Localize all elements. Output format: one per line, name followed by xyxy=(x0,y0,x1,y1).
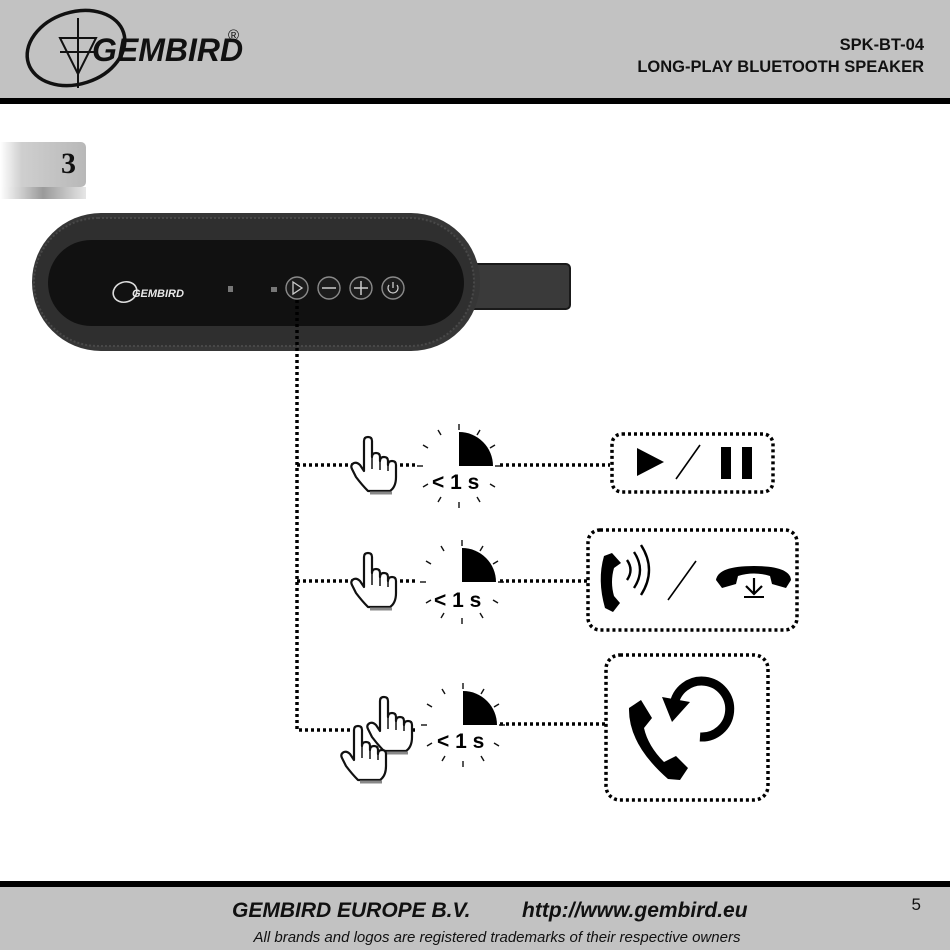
volume-down-button[interactable] xyxy=(318,277,340,299)
power-button[interactable] xyxy=(382,277,404,299)
single-press-hand-icon xyxy=(351,437,396,493)
play-button[interactable] xyxy=(286,277,308,299)
company-name: GEMBIRD EUROPE B.V. xyxy=(232,899,470,923)
timer-icon xyxy=(417,424,501,508)
gembird-logo: GEMBIRD ® xyxy=(20,4,250,94)
step-tab: 3 xyxy=(0,142,86,187)
model-title: SPK-BT-04 LONG-PLAY BLUETOOTH SPEAKER xyxy=(637,34,924,78)
svg-text:GEMBIRD: GEMBIRD xyxy=(132,288,184,300)
timer-icon xyxy=(421,683,505,767)
website-link[interactable]: http://www.gembird.eu xyxy=(522,899,748,923)
page-header: GEMBIRD ® SPK-BT-04 LONG-PLAY BLUETOOTH … xyxy=(0,0,950,104)
svg-text:GEMBIRD: GEMBIRD xyxy=(92,32,243,68)
illustration: GEMBIRD xyxy=(0,200,950,840)
page-footer: GEMBIRD EUROPE B.V. http://www.gembird.e… xyxy=(0,881,950,950)
duration-label: < 1 s xyxy=(432,471,479,494)
step-tab-shadow xyxy=(0,187,86,199)
volume-up-button[interactable] xyxy=(350,277,372,299)
speaker-device: GEMBIRD xyxy=(32,213,570,351)
action-row-redial: < 1 s xyxy=(341,655,768,800)
step-number: 3 xyxy=(61,147,76,181)
duration-label: < 1 s xyxy=(434,589,481,612)
connector-lines xyxy=(297,300,610,730)
page-number: 5 xyxy=(912,895,921,915)
product-name: LONG-PLAY BLUETOOTH SPEAKER xyxy=(637,56,924,78)
trademark-note: All brands and logos are registered trad… xyxy=(0,929,950,946)
svg-text:®: ® xyxy=(228,27,239,44)
double-press-hand-icon xyxy=(367,697,412,753)
single-press-hand-icon xyxy=(351,553,396,609)
model-number: SPK-BT-04 xyxy=(637,34,924,56)
duration-label: < 1 s xyxy=(437,730,484,753)
